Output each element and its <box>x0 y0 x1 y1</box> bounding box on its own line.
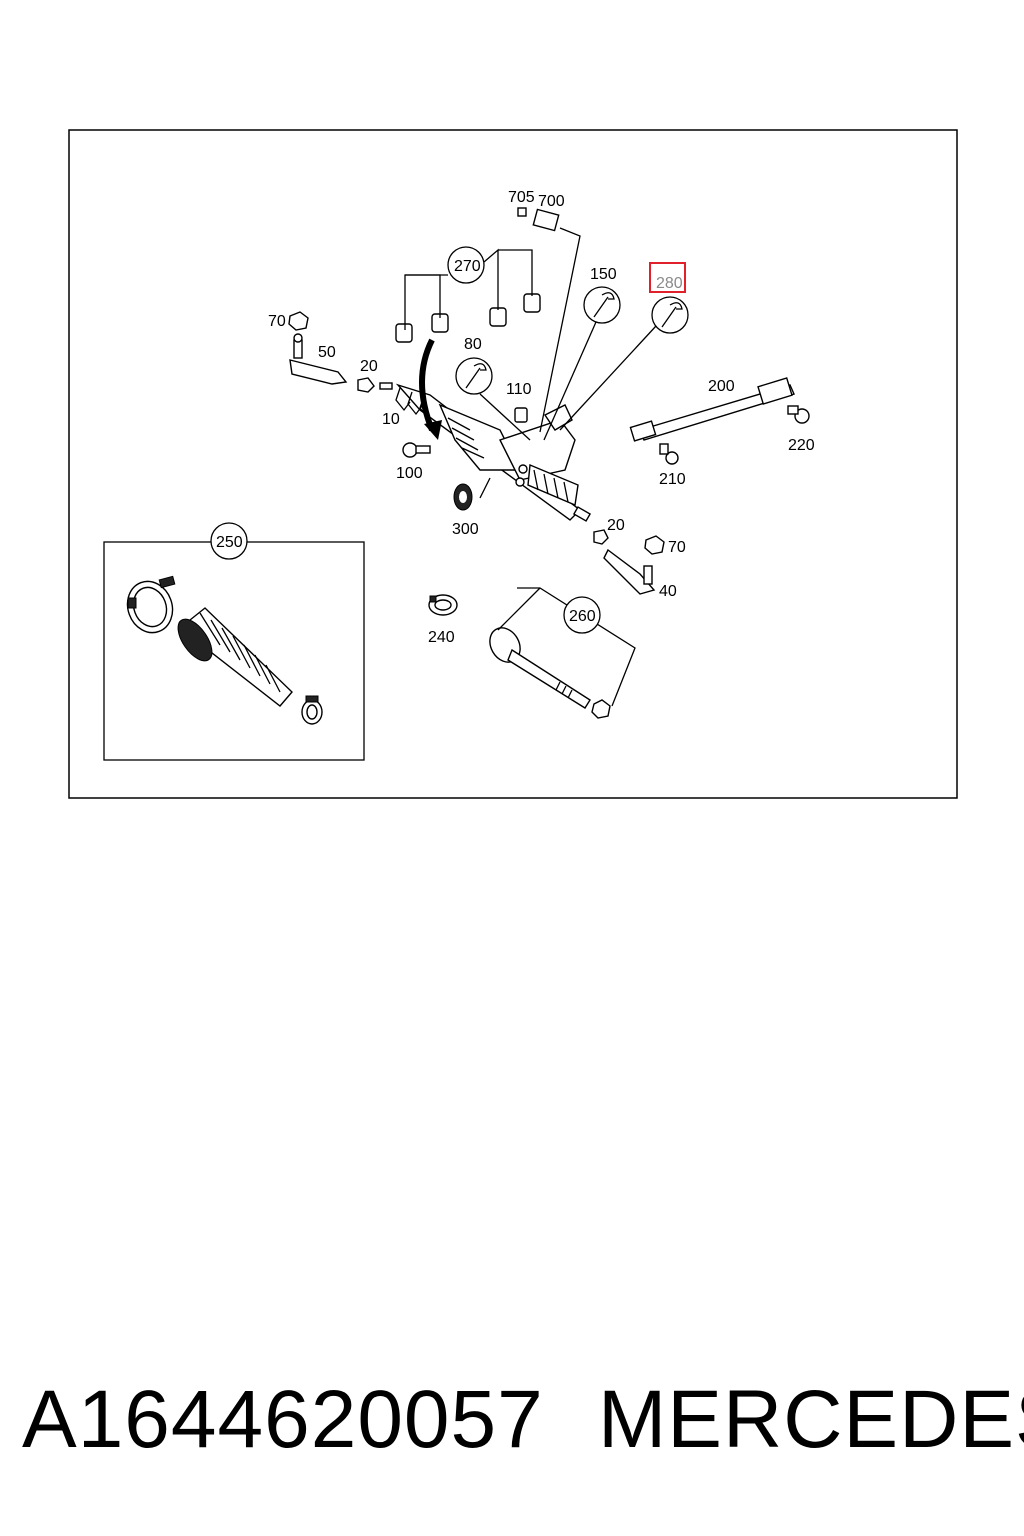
nut-70-right <box>644 535 665 555</box>
callout-label-10: 10 <box>382 411 400 428</box>
steering-shaft-200 <box>629 377 795 442</box>
callout-circle-270 <box>447 246 485 284</box>
callout-label-220: 220 <box>788 437 815 454</box>
callout-label-705: 705 <box>508 189 535 206</box>
wrench-icon-150 <box>583 286 621 324</box>
callout-label-70-right: 70 <box>668 539 686 556</box>
washer-110 <box>514 407 528 423</box>
clamp-240 <box>428 594 458 616</box>
nut-20-right <box>593 529 609 545</box>
callout-label-250: 250 <box>216 534 243 551</box>
highlight-box-280 <box>649 262 686 293</box>
part-number: A1644620057 <box>22 1374 544 1465</box>
callout-label-40: 40 <box>659 583 677 600</box>
callout-label-270: 270 <box>454 258 481 275</box>
callout-label-260: 260 <box>569 608 596 625</box>
bolt-10 <box>379 382 393 390</box>
callout-circle-260 <box>563 596 601 634</box>
wrench-icon-80 <box>455 357 493 395</box>
callout-label-20-right: 20 <box>607 517 625 534</box>
nut-20-left <box>357 377 375 393</box>
brand-name: MERCEDES <box>598 1374 1024 1465</box>
callout-label-240: 240 <box>428 629 455 646</box>
footer: A1644620057 MERCEDES <box>0 1365 1024 1475</box>
assembly-arrow <box>419 338 435 432</box>
bellows-illustration <box>126 575 323 725</box>
tie-rod-end-left <box>289 333 348 385</box>
bushings-270 <box>395 293 541 343</box>
callout-label-150: 150 <box>590 266 617 283</box>
callout-label-110: 110 <box>506 381 532 398</box>
callout-label-100: 100 <box>396 465 423 482</box>
callout-label-210: 210 <box>659 471 686 488</box>
callout-label-80: 80 <box>464 336 482 353</box>
callout-label-20-left: 20 <box>360 358 378 375</box>
callout-label-700: 700 <box>538 193 565 210</box>
callout-label-70-left: 70 <box>268 313 286 330</box>
callout-circle-250 <box>210 522 248 560</box>
seal-300 <box>453 483 473 511</box>
callout-label-200: 200 <box>708 378 735 395</box>
bolt-220 <box>787 405 810 424</box>
sensor-700 <box>517 207 560 232</box>
callout-label-280: 280 <box>656 275 683 292</box>
parts-diagram: 705 700 270 150 280 70 50 80 20 110 200 … <box>68 129 958 799</box>
callout-label-50: 50 <box>318 344 336 361</box>
tie-rod-end-right <box>603 548 656 595</box>
bolt-210 <box>659 443 679 465</box>
inner-tie-rod-260 <box>489 627 611 719</box>
bolt-100 <box>402 442 431 458</box>
diagram-frame <box>68 129 958 799</box>
nut-70-left <box>288 311 309 331</box>
wrench-icon-280 <box>651 296 689 334</box>
callout-label-300: 300 <box>452 521 479 538</box>
